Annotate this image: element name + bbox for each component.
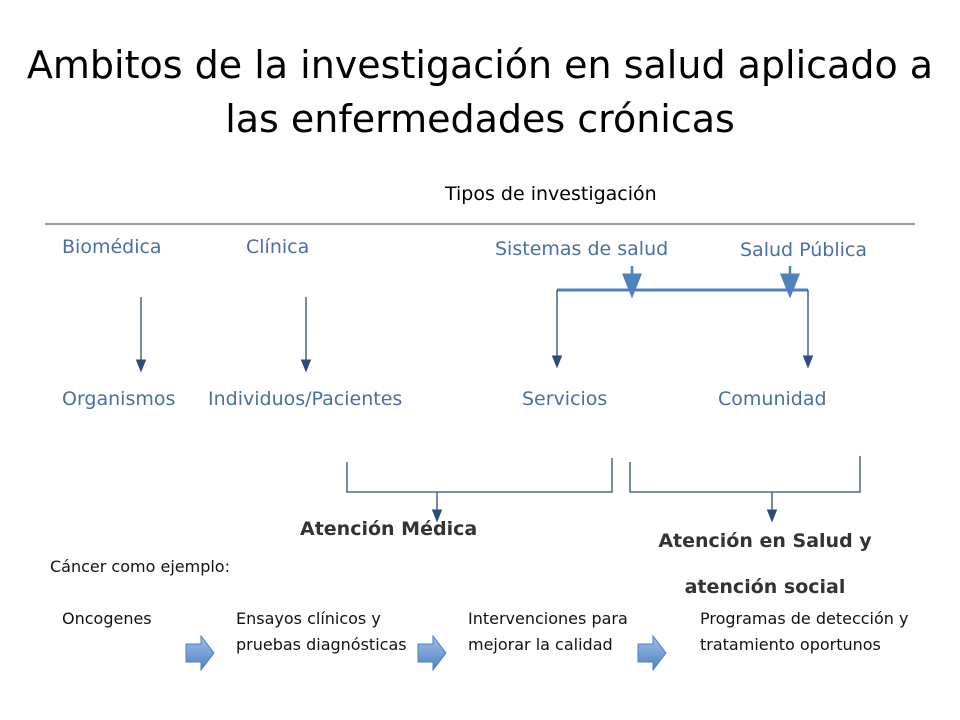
target-servicios: Servicios [522, 388, 608, 410]
example-label: Cáncer como ejemplo: [50, 557, 230, 576]
bracket-atencion-medica [346, 458, 613, 493]
step-intervenciones: Intervenciones para mejorar la calidad [468, 609, 628, 654]
research-types-header: Tipos de investigación [445, 183, 657, 205]
target-individuos: Individuos/Pacientes [208, 388, 403, 410]
block-arrow-2 [417, 634, 447, 672]
target-organismos: Organismos [62, 388, 176, 410]
group-atencion-social: Atención en Salud y atención social [650, 518, 880, 610]
target-comunidad: Comunidad [718, 388, 827, 410]
block-arrow-3 [637, 634, 667, 672]
type-clinica: Clínica [246, 236, 310, 258]
group-atencion-medica: Atención Médica [300, 518, 478, 540]
page-title: Ambitos de la investigación en salud apl… [26, 43, 934, 141]
step-ensayos: Ensayos clínicos y pruebas diagnósticas [236, 609, 407, 654]
block-arrow-1 [185, 634, 215, 672]
type-salud-publica: Salud Pública [740, 239, 867, 261]
type-sistemas-salud: Sistemas de salud [495, 238, 669, 260]
bracket-atencion-social [629, 456, 861, 493]
step-programas: Programas de detección y tratamiento opo… [700, 609, 909, 654]
group-atencion-social-label: Atención en Salud y atención social [658, 530, 872, 598]
step-oncogenes: Oncogenes [62, 609, 152, 628]
type-biomedica: Biomédica [62, 236, 162, 258]
